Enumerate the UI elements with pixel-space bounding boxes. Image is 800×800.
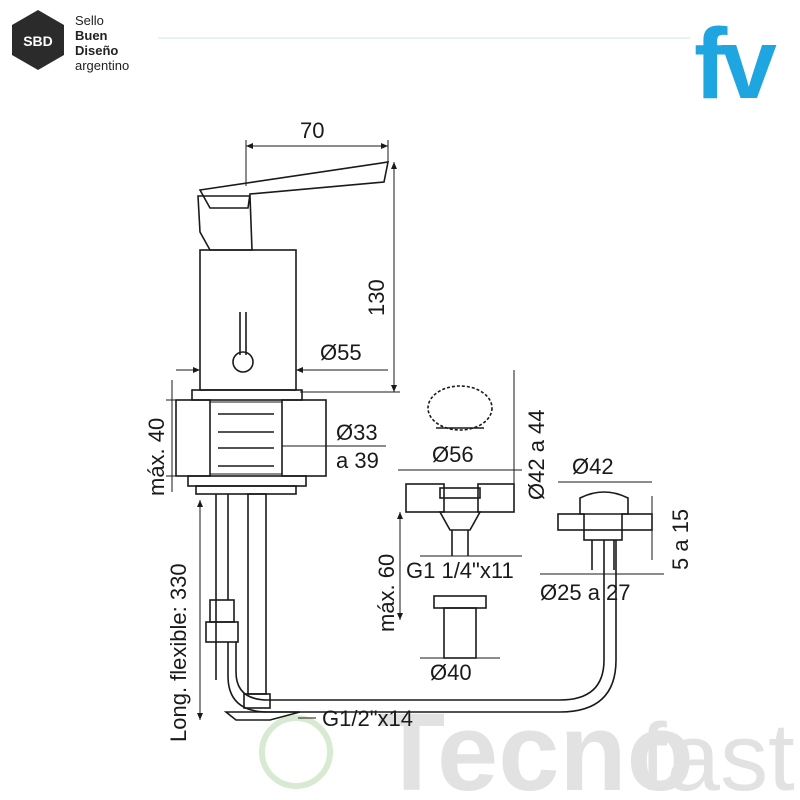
countertop-left-hatch <box>175 399 211 477</box>
dim-a-39: a 39 <box>336 448 379 473</box>
dim-thread-g12: G1/2"x14 <box>322 706 413 731</box>
fv-logo-text: fv <box>694 8 777 120</box>
braided-hose <box>247 493 267 695</box>
popup-stopper <box>427 385 493 431</box>
dim-dia-42-44: Ø42 a 44 <box>524 409 549 500</box>
dim-flex-length: Long. flexible: 330 <box>166 563 191 742</box>
dim-thread-g1: G1 1/4"x11 <box>406 558 514 583</box>
dim-width-70: 70 <box>300 118 324 143</box>
faucet-column <box>199 249 297 391</box>
sbd-line-4: argentino <box>75 58 129 73</box>
sbd-logo: SBD Sello Buen Diseño argentino <box>12 10 129 73</box>
sbd-line-3: Diseño <box>75 43 118 58</box>
dim-dia-55: Ø55 <box>320 340 362 365</box>
dimension-labels: 70 130 Ø55 máx. 40 Ø33 a 39 Ø56 Ø42 a 44… <box>144 118 693 742</box>
dim-dia-25-27: Ø25 a 27 <box>540 580 631 605</box>
faucet-lever <box>198 161 390 209</box>
mounting-nut <box>187 475 307 487</box>
rod-guide-cap <box>579 491 629 515</box>
dim-dia-40: Ø40 <box>430 660 472 685</box>
sbd-badge-text: SBD <box>23 33 53 49</box>
flexible-hoses <box>205 493 617 721</box>
watermark-leaf-icon <box>259 715 333 789</box>
faucet-spout-head <box>232 351 254 373</box>
tecnofast-watermark: Tecno fast <box>259 691 795 800</box>
dim-max-40: máx. 40 <box>144 418 169 496</box>
faucet-cap <box>197 195 253 251</box>
dim-range-5-15: 5 a 15 <box>668 509 693 570</box>
sbd-line-1: Sello <box>75 13 104 28</box>
sbd-line-2: Buen <box>75 28 108 43</box>
dimension-lines <box>166 140 664 720</box>
faucet-base-ring <box>191 389 303 401</box>
dim-height-130: 130 <box>364 279 389 316</box>
watermark-word2: fast <box>640 704 795 800</box>
hose-fitting-left <box>209 599 235 623</box>
rod-guide <box>557 491 653 570</box>
dim-max-60: máx. 60 <box>374 554 399 632</box>
dim-dia-56: Ø56 <box>432 442 474 467</box>
dim-dia-33: Ø33 <box>336 420 378 445</box>
countertop-section <box>175 399 327 495</box>
popup-waste <box>405 385 515 659</box>
watermark-word1: Tecno <box>378 691 694 800</box>
sbd-hexagon-icon <box>12 10 64 70</box>
countertop-right-hatch <box>281 399 327 477</box>
drain-rod-pipe <box>235 540 605 701</box>
dim-dia-42: Ø42 <box>572 454 614 479</box>
fv-brand-logo: fv <box>694 8 783 120</box>
popup-nut <box>433 595 487 609</box>
